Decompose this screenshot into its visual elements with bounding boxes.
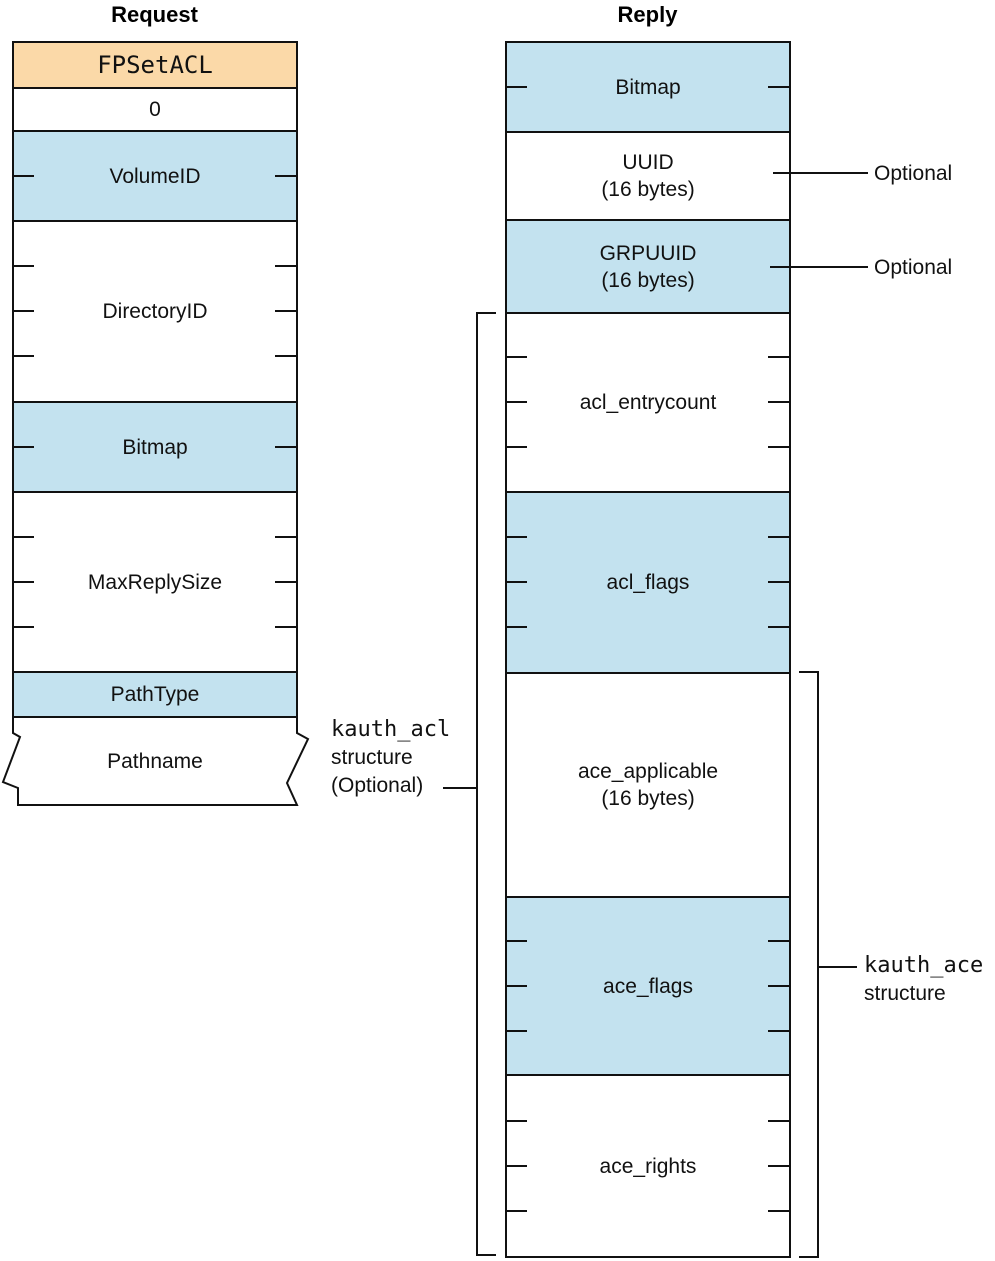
- reply-column-boxes: [505, 41, 791, 1258]
- kauth-ace-line2: structure: [864, 982, 946, 1005]
- kauth-ace-bracket: [799, 671, 857, 1258]
- request-box-pathtype: [12, 671, 298, 718]
- reply-box-grpuuid: [505, 219, 791, 314]
- request-box-zero: [12, 87, 298, 132]
- request-column-title: Request: [111, 2, 198, 27]
- optional-grpuuid-label: Optional: [874, 256, 953, 279]
- request-tick-marks: [13, 175, 296, 628]
- kauth-acl-line2: structure: [331, 746, 413, 769]
- reply-box-acl-flags: [505, 491, 791, 674]
- request-box-pathname-torn: [1, 716, 310, 806]
- optional-uuid-label: Optional: [874, 162, 953, 185]
- request-box-directoryid: [12, 220, 298, 403]
- reply-box-ace-flags: [505, 896, 791, 1076]
- request-box-fpsetacl: [12, 41, 298, 89]
- reply-box-ace-rights: [505, 1074, 791, 1258]
- request-column-boxes: [1, 41, 310, 806]
- kauth-acl-bracket: [443, 312, 496, 1256]
- kauth-ace-structure-label: kauth_ace structure: [864, 952, 983, 1008]
- request-box-maxreplysize: [12, 491, 298, 673]
- reply-box-ace-applicable: [505, 672, 791, 898]
- request-box-volumeid: [12, 130, 298, 222]
- kauth-acl-line3: (Optional): [331, 774, 424, 797]
- reply-box-uuid: [505, 131, 791, 221]
- kauth-ace-name: kauth_ace: [864, 953, 984, 978]
- reply-column-title: Reply: [617, 2, 678, 27]
- reply-box-acl-entrycount: [505, 312, 791, 493]
- reply-box-bitmap: [505, 41, 791, 133]
- reply-tick-marks: [506, 86, 789, 1212]
- request-box-bitmap: [12, 401, 298, 493]
- kauth-acl-name: kauth_acl: [331, 717, 451, 742]
- kauth-acl-structure-label: kauth_acl structure (Optional): [331, 716, 450, 800]
